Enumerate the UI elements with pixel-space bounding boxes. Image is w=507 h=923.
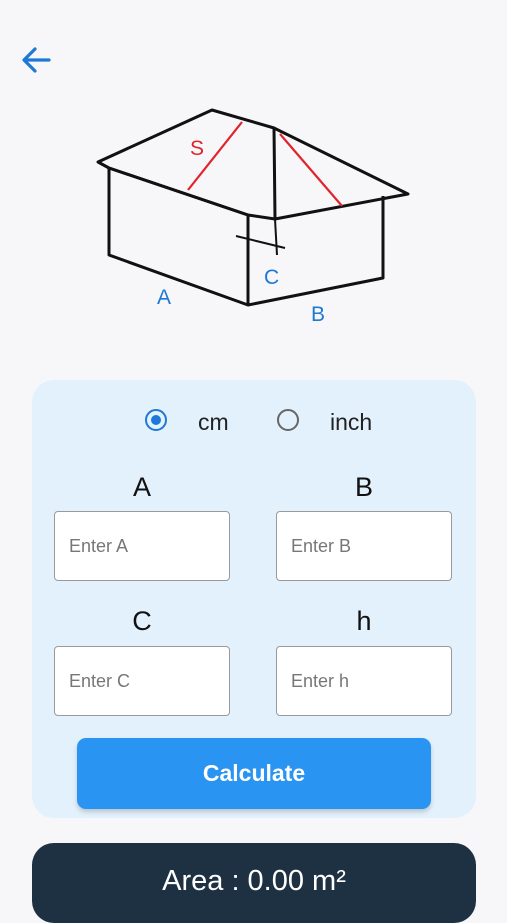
b-input[interactable] [277, 512, 451, 580]
inch-label[interactable]: inch [330, 409, 373, 435]
diagram-label-b: B [311, 303, 325, 326]
diagram-label-s: S [190, 137, 204, 160]
field-h-box [276, 646, 452, 716]
cm-radio[interactable] [145, 409, 167, 431]
a-input[interactable] [55, 512, 229, 580]
result-panel: Area : 0.00 m² [32, 843, 476, 923]
input-card: cm inch A B C h Calculate [32, 380, 476, 818]
field-b-label: B [354, 472, 373, 502]
back-button[interactable] [16, 42, 56, 78]
arrow-left-icon [22, 47, 51, 73]
inch-radio[interactable] [277, 409, 299, 431]
diagram-label-a: A [157, 286, 171, 309]
unit-selector: cm inch [32, 405, 476, 435]
status-bar [0, 0, 507, 26]
cm-label[interactable]: cm [198, 409, 229, 435]
field-c-box [54, 646, 230, 716]
roof-diagram: S A B C [96, 108, 410, 326]
calculate-button[interactable]: Calculate [77, 738, 431, 809]
area-result: Area : 0.00 m² [162, 865, 346, 897]
field-h-label: h [356, 606, 372, 636]
h-input[interactable] [277, 647, 451, 715]
c-input[interactable] [55, 647, 229, 715]
field-c-label: C [132, 606, 152, 636]
diagram-label-c: C [264, 266, 279, 289]
field-a-box [54, 511, 230, 581]
field-b-box [276, 511, 452, 581]
field-a-label: A [132, 472, 151, 502]
